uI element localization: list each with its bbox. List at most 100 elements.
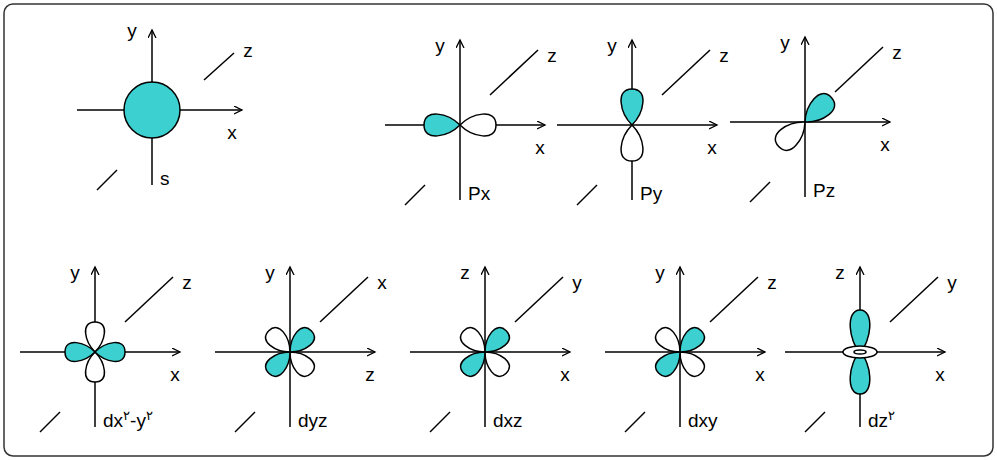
x-axis — [235, 412, 255, 432]
d-lobe — [262, 345, 297, 380]
axis-label: y — [265, 263, 275, 282]
label-run: z — [767, 272, 777, 293]
label-run: z — [547, 45, 557, 66]
superscript: ۲ — [888, 407, 895, 422]
label-run: y — [607, 35, 617, 56]
axis-label: z — [892, 43, 902, 62]
axis-label: z — [767, 273, 777, 292]
axis-label: y — [127, 21, 137, 40]
label-run: -y — [130, 410, 146, 431]
z-axis — [625, 412, 645, 432]
superscript: ۲ — [146, 407, 153, 422]
axis-label: y — [435, 36, 445, 55]
z-axis — [835, 47, 883, 92]
label-run: x — [880, 134, 890, 155]
p-lobe — [424, 114, 460, 136]
axis-label: x — [170, 365, 180, 384]
label-run: y — [655, 262, 665, 283]
z-axis — [97, 170, 117, 190]
p-lobe — [621, 89, 643, 125]
label-run: y — [127, 20, 137, 41]
z-axis — [577, 185, 597, 205]
axis-label: y — [780, 33, 790, 52]
px-panel — [385, 40, 545, 205]
y-axis — [890, 277, 938, 322]
py-panel — [557, 40, 717, 205]
frame — [4, 4, 993, 456]
s-panel — [77, 30, 242, 190]
z-axis — [405, 185, 425, 205]
label-run: x — [535, 137, 545, 158]
label-run: x — [170, 364, 180, 385]
label-run: z — [365, 364, 375, 385]
orbital-label: dx۲-y۲ — [103, 411, 153, 430]
axis-label: x — [755, 365, 765, 384]
label-run: x — [377, 272, 387, 293]
axis-label: y — [655, 263, 665, 282]
orbital-label: Pz — [813, 181, 835, 200]
label-run: dxy — [688, 410, 718, 431]
orbital-label: Py — [640, 184, 662, 203]
dxy-panel — [605, 267, 765, 432]
orbital-label: s — [160, 169, 170, 188]
label-run: dx — [103, 410, 123, 431]
orbital-label: dxz — [493, 411, 523, 430]
label-run: y — [435, 35, 445, 56]
orbital-label: dz۲ — [868, 411, 895, 430]
z-axis — [750, 182, 770, 202]
orbital-label: dyz — [298, 411, 328, 430]
label-run: Pz — [813, 180, 835, 201]
label-run: z — [892, 42, 902, 63]
pz-panel — [730, 37, 890, 202]
axis-label: y — [572, 273, 582, 292]
s-orbital — [124, 82, 180, 138]
orbital-label: dxy — [688, 411, 718, 430]
superscript: ۲ — [123, 407, 130, 422]
axis-label: x — [880, 135, 890, 154]
label-run: z — [460, 262, 470, 283]
axis-label: z — [719, 46, 729, 65]
y-axis — [430, 412, 450, 432]
label-run: x — [935, 364, 945, 385]
z-axis — [204, 53, 234, 80]
label-run: dz — [868, 410, 888, 431]
axis-label: z — [365, 365, 375, 384]
d-lobe — [65, 343, 95, 362]
z-axis — [125, 277, 173, 322]
axis-label: x — [227, 123, 237, 142]
dyz-panel — [215, 267, 375, 432]
z-axis — [490, 50, 538, 95]
axis-label: x — [707, 138, 717, 157]
orbital-label: Px — [468, 184, 490, 203]
x-axis — [557, 124, 717, 126]
dz-ring-hole — [854, 350, 866, 354]
p-lobe — [460, 114, 496, 136]
label-run: x — [755, 364, 765, 385]
dx2y2-panel — [20, 267, 180, 432]
x-axis — [320, 277, 368, 322]
dz-ring — [843, 346, 877, 358]
label-run: dxz — [493, 410, 523, 431]
d-lobe — [652, 345, 687, 380]
label-run: y — [780, 32, 790, 53]
label-run: y — [947, 272, 957, 293]
label-run: x — [560, 364, 570, 385]
d-lobe — [457, 345, 492, 380]
axis-label: z — [460, 263, 470, 282]
axis-label: x — [377, 273, 387, 292]
label-run: y — [70, 262, 80, 283]
y-axis — [515, 277, 563, 322]
label-run: s — [160, 168, 170, 189]
label-run: z — [243, 40, 253, 61]
axis-label: y — [70, 263, 80, 282]
label-run: z — [719, 45, 729, 66]
label-run: y — [572, 272, 582, 293]
label-run: Px — [468, 183, 490, 204]
axis-label: y — [947, 273, 957, 292]
axis-label: x — [560, 365, 570, 384]
z-axis — [662, 50, 710, 95]
axis-label: z — [835, 263, 845, 282]
label-run: y — [265, 262, 275, 283]
